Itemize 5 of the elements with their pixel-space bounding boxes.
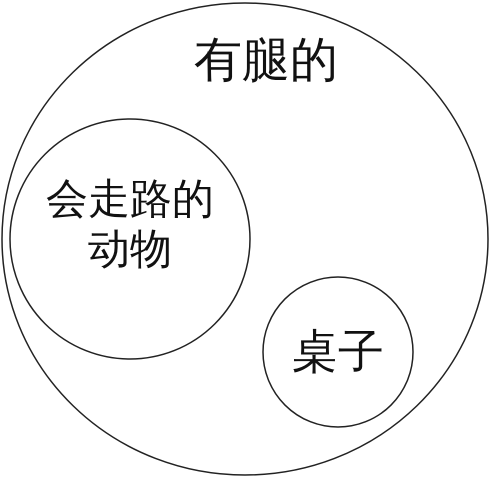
set-label: 桌子 [291, 324, 385, 380]
set-label: 有腿的 [193, 32, 339, 90]
venn-circle [9, 118, 251, 360]
set-label: 会走路的动物 [45, 174, 215, 275]
venn-circle [262, 276, 414, 428]
